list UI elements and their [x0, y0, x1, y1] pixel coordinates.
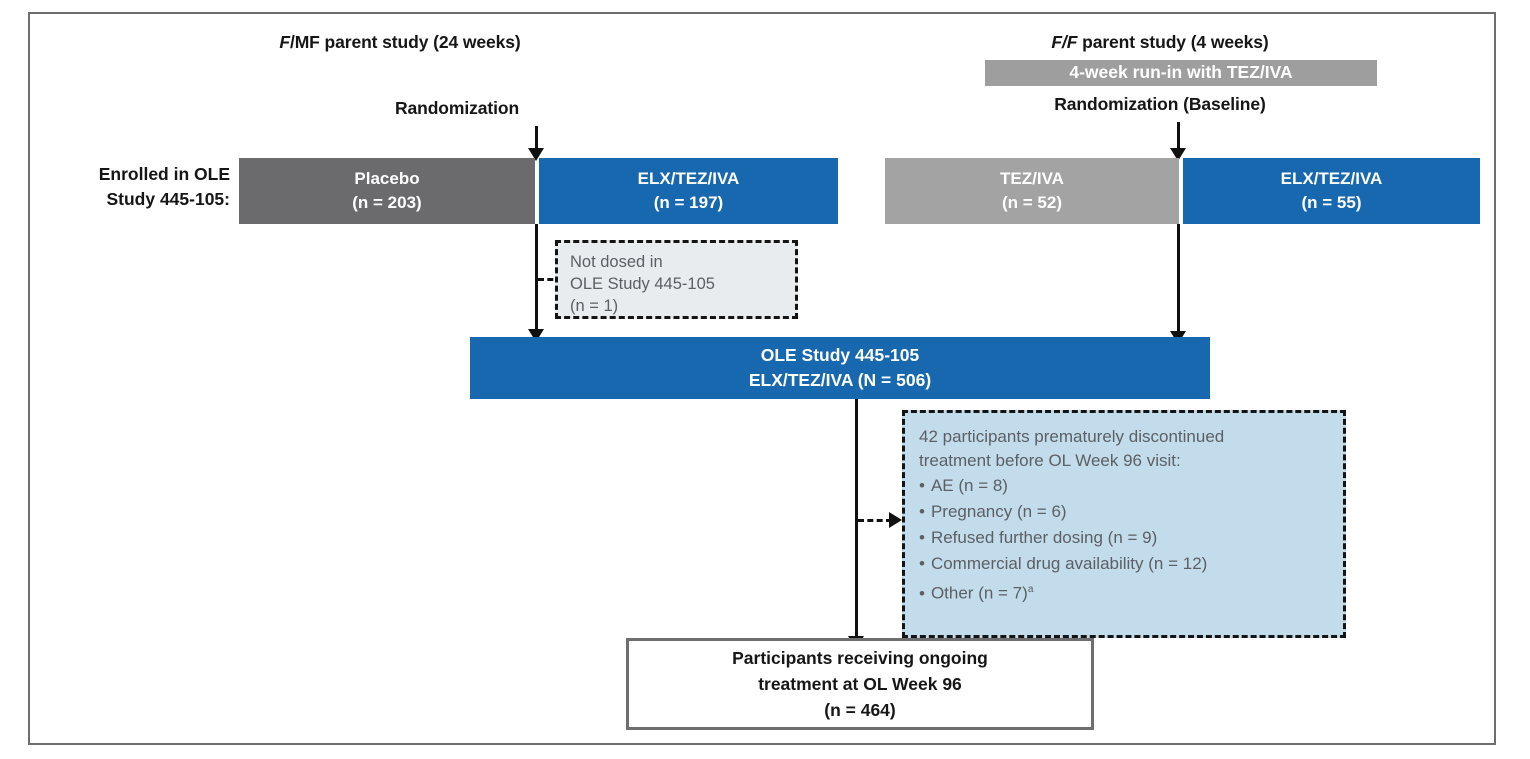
discontinued-intro-line1: 42 participants prematurely discontinued	[919, 427, 1225, 446]
arm-bar-elx-tez-iva-fmf: ELX/TEZ/IVA (n = 197)	[539, 158, 838, 224]
ole-to-final-line	[855, 399, 858, 649]
final-line2: treatment at OL Week 96	[758, 674, 962, 694]
arm-label-tez-iva: TEZ/IVA	[1000, 169, 1064, 188]
reason-ae: AE (n = 8)	[930, 476, 1008, 495]
arm-n-elx-tez-iva-ff: (n = 55)	[1301, 193, 1362, 212]
right-study-gene-italic: F/F	[1051, 32, 1078, 52]
diagram-frame: F/MF parent study (24 weeks) Randomizati…	[28, 12, 1496, 745]
ole-study-line2: ELX/TEZ/IVA (N = 506)	[748, 370, 932, 390]
discontinued-connector-line	[858, 519, 892, 522]
list-item: AE (n = 8)	[919, 473, 1333, 499]
left-study-gene-italic: F	[279, 32, 290, 52]
right-randomization-arrow-head	[1170, 148, 1186, 161]
left-randomization-arrow-shaft	[535, 126, 538, 150]
arm-n-tez-iva: (n = 52)	[1002, 193, 1062, 212]
left-study-header: F/MF parent study (24 weeks)	[190, 32, 610, 53]
arm-bar-placebo: Placebo (n = 203)	[239, 158, 535, 224]
left-branch-line	[535, 224, 538, 340]
arm-label-placebo: Placebo	[354, 169, 420, 188]
reason-pregnancy: Pregnancy (n = 6)	[930, 502, 1067, 521]
left-randomization-arrow-head	[528, 148, 544, 161]
arm-bar-tez-iva: TEZ/IVA (n = 52)	[885, 158, 1179, 224]
enrolled-label: Enrolled in OLE Study 445-105:	[50, 162, 230, 212]
right-study-header: F/F parent study (4 weeks)	[945, 32, 1375, 53]
arm-label-elx-tez-iva-ff: ELX/TEZ/IVA	[1280, 169, 1383, 188]
list-item: Other (n = 7)a	[919, 577, 1333, 607]
final-line3: (n = 464)	[824, 700, 896, 720]
list-item: Refused further dosing (n = 9)	[919, 525, 1333, 551]
run-in-banner: 4-week run-in with TEZ/IVA	[985, 60, 1377, 86]
right-branch-line	[1177, 224, 1180, 342]
right-randomization-arrow-shaft	[1177, 122, 1180, 150]
discontinued-box: 42 participants prematurely discontinued…	[902, 410, 1346, 638]
reason-refused-dosing: Refused further dosing (n = 9)	[930, 528, 1158, 547]
right-randomization-label: Randomization (Baseline)	[1054, 94, 1266, 114]
not-dosed-line3: (n = 1)	[570, 297, 619, 315]
list-item: Commercial drug availability (n = 12)	[919, 551, 1333, 577]
final-outcome-box: Participants receiving ongoing treatment…	[626, 638, 1094, 730]
enrolled-label-line2: Study 445-105:	[106, 189, 230, 209]
reason-commercial-drug: Commercial drug availability (n = 12)	[930, 554, 1208, 573]
ole-study-line1: OLE Study 445-105	[760, 345, 920, 365]
ole-study-bar: OLE Study 445-105 ELX/TEZ/IVA (N = 506)	[470, 337, 1210, 399]
arm-n-placebo: (n = 203)	[352, 193, 422, 212]
not-dosed-box: Not dosed in OLE Study 445-105 (n = 1)	[555, 240, 798, 319]
discontinued-intro-line2: treatment before OL Week 96 visit:	[919, 451, 1181, 470]
arm-n-elx-tez-iva-fmf: (n = 197)	[653, 193, 724, 212]
final-line1: Participants receiving ongoing	[732, 648, 988, 668]
arm-bar-elx-tez-iva-ff: ELX/TEZ/IVA (n = 55)	[1183, 158, 1480, 224]
right-study-header-text: parent study (4 weeks)	[1077, 32, 1269, 52]
not-dosed-line1: Not dosed in	[570, 253, 663, 271]
left-study-header-text: /MF parent study (24 weeks)	[289, 32, 521, 52]
enrolled-label-line1: Enrolled in OLE	[98, 164, 230, 184]
not-dosed-line2: OLE Study 445-105	[570, 275, 715, 293]
discontinued-connector-arrow	[889, 512, 902, 528]
arm-label-elx-tez-iva-fmf: ELX/TEZ/IVA	[637, 169, 740, 188]
list-item: Pregnancy (n = 6)	[919, 499, 1333, 525]
reason-other: Other (n = 7)	[930, 583, 1028, 603]
discontinued-reason-list: AE (n = 8) Pregnancy (n = 6) Refused fur…	[919, 473, 1333, 607]
reason-other-footnote: a	[1027, 584, 1034, 595]
left-randomization-label: Randomization	[394, 98, 520, 118]
